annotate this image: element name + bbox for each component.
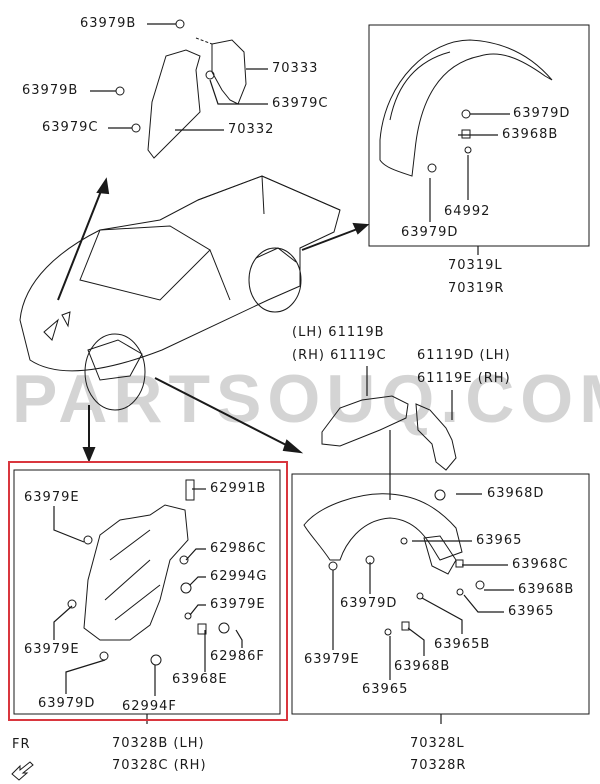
part-label[interactable]: 62986F <box>210 649 265 664</box>
callout-arrows <box>57 177 370 463</box>
assembly-label[interactable]: 70319L <box>448 258 503 273</box>
part-label[interactable]: (RH) 61119C <box>292 348 387 363</box>
part-label[interactable]: 63968B <box>502 127 559 142</box>
part-label[interactable]: 63968B <box>518 582 575 597</box>
liner-70333 <box>195 37 247 105</box>
part-label[interactable]: 63965 <box>508 604 555 619</box>
part-label[interactable]: 62994G <box>210 569 268 584</box>
front-left-box <box>13 469 281 715</box>
part-label[interactable]: 63979C <box>272 96 329 111</box>
assembly-label[interactable]: 70319R <box>448 281 505 296</box>
rear-liner-70319 <box>379 39 553 177</box>
watermark: PARTSOUQ.COM <box>12 361 600 437</box>
part-label[interactable]: 63965 <box>362 682 409 697</box>
part-label[interactable]: 70333 <box>272 61 319 76</box>
front-direction-arrow-icon <box>11 761 34 781</box>
front-liner-70328b <box>67 479 230 666</box>
assembly-label[interactable]: 70328C (RH) <box>112 758 207 773</box>
leader-lines <box>53 23 514 724</box>
part-label[interactable]: 63979D <box>38 696 96 711</box>
part-label[interactable]: 63965 <box>476 533 523 548</box>
part-label[interactable]: 63979D <box>340 596 398 611</box>
rear-liner-box <box>368 24 590 247</box>
part-label[interactable]: 63968C <box>512 557 569 572</box>
part-label[interactable]: 62994F <box>122 699 177 714</box>
part-label[interactable]: 63965B <box>434 637 491 652</box>
part-label[interactable]: 63968D <box>487 486 545 501</box>
part-label[interactable]: 63979B <box>22 83 79 98</box>
part-label[interactable]: 62986C <box>210 541 267 556</box>
assembly-label[interactable]: 70328R <box>410 758 467 773</box>
part-label[interactable]: 63979D <box>401 225 459 240</box>
front-liner-70328l <box>303 489 485 636</box>
part-label[interactable]: 61119D (LH) <box>417 348 511 363</box>
part-label[interactable]: 63979E <box>304 652 360 667</box>
part-label[interactable]: 61119E (RH) <box>417 371 511 386</box>
part-label[interactable]: 63979C <box>42 120 99 135</box>
splash-shields-61119 <box>321 395 457 471</box>
part-label[interactable]: 63968E <box>172 672 228 687</box>
highlight-box <box>8 461 288 721</box>
assembly-label[interactable]: 70328L <box>410 736 465 751</box>
part-label[interactable]: 64992 <box>444 204 491 219</box>
clip-icons-top-left <box>115 19 215 133</box>
part-label[interactable]: 63979D <box>513 106 571 121</box>
part-label[interactable]: 63979E <box>210 597 266 612</box>
assembly-label[interactable]: 70328B (LH) <box>112 736 205 751</box>
part-label[interactable]: 62991B <box>210 481 267 496</box>
part-label[interactable]: 63979B <box>80 16 137 31</box>
front-direction-label: FR <box>12 737 31 752</box>
front-right-box <box>291 473 590 715</box>
part-label[interactable]: (LH) 61119B <box>292 325 385 340</box>
part-label[interactable]: 63979E <box>24 490 80 505</box>
liner-70332 <box>147 49 201 159</box>
truck-illustration <box>19 175 341 411</box>
part-label[interactable]: 70332 <box>228 122 275 137</box>
part-label[interactable]: 63979E <box>24 642 80 657</box>
part-label[interactable]: 63968B <box>394 659 451 674</box>
